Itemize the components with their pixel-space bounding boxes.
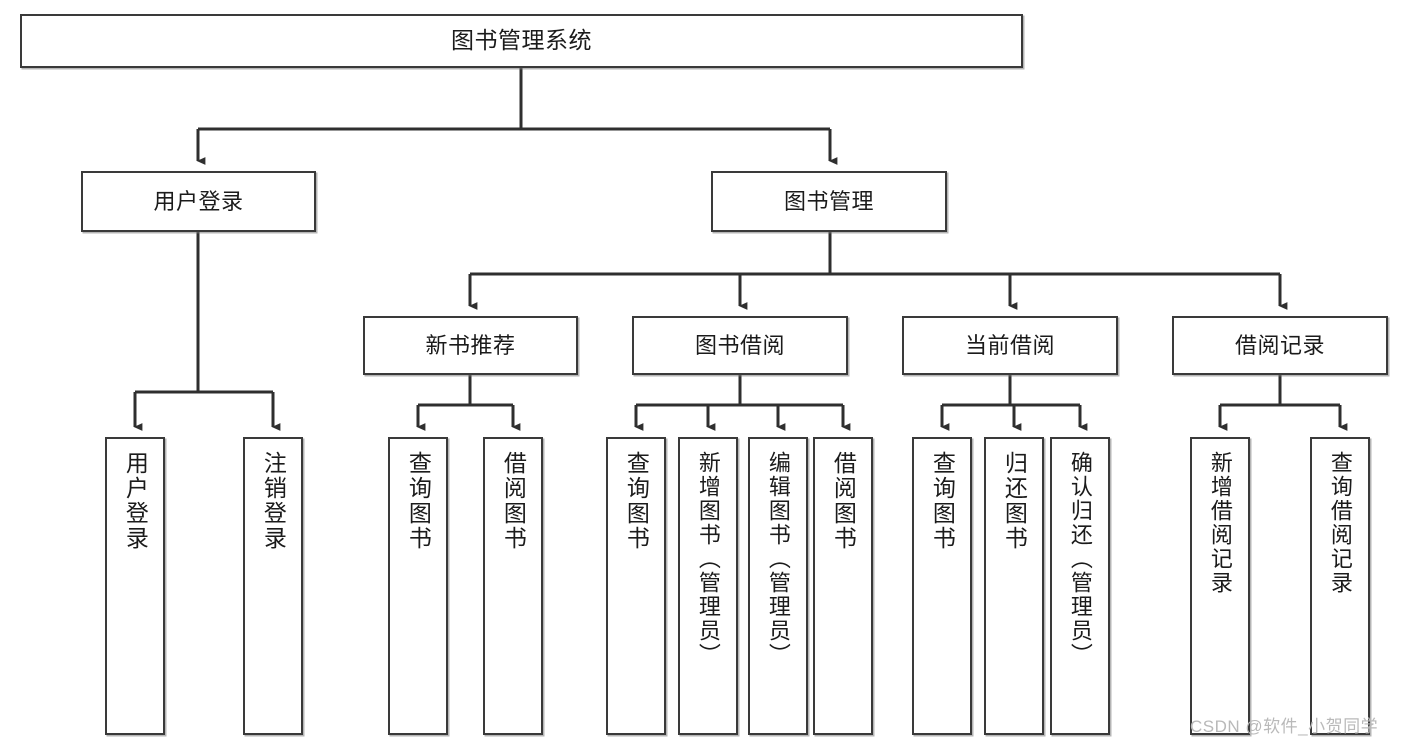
node-label: 借阅图书 (500, 451, 527, 551)
node-label: 归还图书 (1001, 451, 1028, 551)
node-label: 用户登录 (122, 451, 149, 551)
node-label: 查询图书 (405, 451, 432, 551)
node-label: 当前借阅 (964, 332, 1055, 358)
leaf-borrow-book-recommend[interactable]: 借阅图书 (483, 437, 543, 735)
node-label: 借阅记录 (1234, 332, 1325, 358)
node-book-manage[interactable]: 图书管理 (711, 171, 947, 232)
node-label: 图书管理系统 (451, 27, 592, 54)
node-label: 图书管理 (783, 188, 874, 214)
node-label: 查询借阅记录 (1327, 451, 1353, 595)
node-current-borrow[interactable]: 当前借阅 (902, 316, 1118, 375)
node-label: 确认归还（管理员） (1067, 451, 1093, 667)
leaf-add-book-admin[interactable]: 新增图书（管理员） (678, 437, 738, 735)
node-book-borrow[interactable]: 图书借阅 (632, 316, 848, 375)
node-label: 新增借阅记录 (1207, 451, 1233, 595)
leaf-query-borrow-record[interactable]: 查询借阅记录 (1310, 437, 1370, 735)
node-label: 图书借阅 (694, 332, 785, 358)
node-label: 用户登录 (153, 188, 244, 214)
leaf-query-book-borrow[interactable]: 查询图书 (606, 437, 666, 735)
node-user-login[interactable]: 用户登录 (81, 171, 316, 232)
csdn-watermark: CSDN @软件_小贺同学 (1190, 717, 1379, 736)
leaf-query-book-recommend[interactable]: 查询图书 (388, 437, 448, 735)
leaf-return-book[interactable]: 归还图书 (984, 437, 1044, 735)
leaf-confirm-return-admin[interactable]: 确认归还（管理员） (1050, 437, 1110, 735)
leaf-edit-book-admin[interactable]: 编辑图书（管理员） (748, 437, 808, 735)
leaf-add-borrow-record[interactable]: 新增借阅记录 (1190, 437, 1250, 735)
node-label: 新增图书（管理员） (695, 451, 721, 667)
leaf-user-logout[interactable]: 注销登录 (243, 437, 303, 735)
node-label: 借阅图书 (830, 451, 857, 551)
node-root-system[interactable]: 图书管理系统 (20, 14, 1023, 68)
leaf-user-login[interactable]: 用户登录 (105, 437, 165, 735)
node-new-book-recommend[interactable]: 新书推荐 (363, 316, 578, 375)
node-label: 注销登录 (260, 451, 287, 551)
node-label: 查询图书 (929, 451, 956, 551)
node-label: 编辑图书（管理员） (765, 451, 791, 667)
node-label: 新书推荐 (425, 332, 516, 358)
node-borrow-record[interactable]: 借阅记录 (1172, 316, 1388, 375)
node-label: 查询图书 (623, 451, 650, 551)
leaf-borrow-book-borrow[interactable]: 借阅图书 (813, 437, 873, 735)
leaf-query-book-current[interactable]: 查询图书 (912, 437, 972, 735)
